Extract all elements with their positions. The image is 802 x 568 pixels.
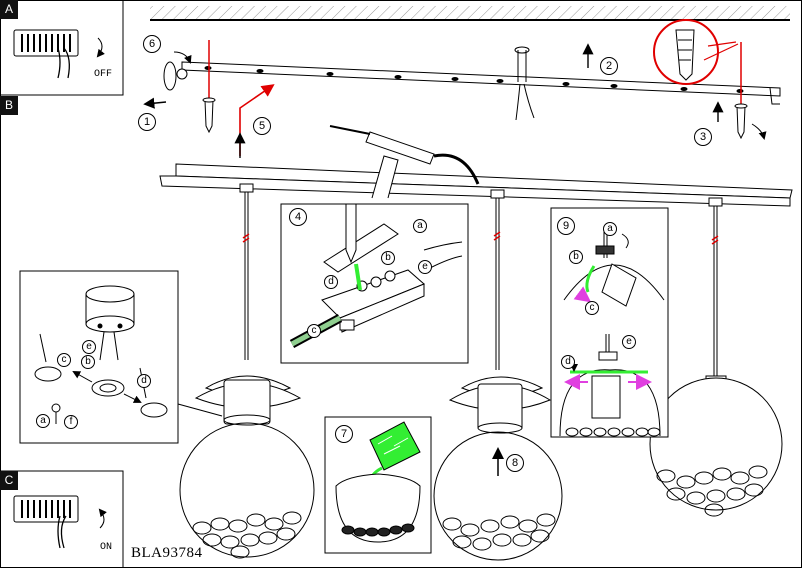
letter-c-shade: c [585, 301, 599, 315]
step-9: 9 [557, 217, 575, 235]
letter-a-socket: a [36, 414, 50, 428]
screw-left-icon [202, 97, 216, 134]
shade-bottom-view [559, 334, 661, 437]
letter-c-socket: c [57, 353, 71, 367]
letter-c-wiring: c [307, 324, 321, 338]
section-label-a: A [0, 0, 18, 19]
canopy-bar [159, 163, 793, 207]
lamp-middle [433, 376, 563, 561]
earth-wire [354, 263, 362, 291]
detail-socket-pointer [177, 403, 223, 417]
step-1: 1 [138, 113, 156, 131]
letter-a-wiring: a [413, 219, 427, 233]
letter-e-socket: e [82, 340, 96, 354]
left-knob [163, 61, 188, 91]
letter-d-shade: d [561, 355, 575, 369]
rod-marks [242, 231, 719, 245]
step-4: 4 [289, 208, 307, 226]
letter-a-shade: a [603, 222, 617, 236]
letter-e-shade: e [622, 335, 636, 349]
crystals-left [192, 511, 302, 559]
letter-e-wiring: e [418, 260, 432, 274]
socket-parts [34, 331, 168, 424]
shade-top-view [563, 228, 665, 307]
crystals-right [656, 465, 768, 517]
model-number: BLA93784 [131, 545, 203, 561]
section-label-b: B [0, 96, 18, 115]
letter-d-socket: d [137, 374, 151, 388]
step-8: 8 [506, 454, 524, 472]
step-2: 2 [600, 57, 618, 75]
step-5: 5 [253, 117, 271, 135]
section-label-c: C [0, 471, 18, 490]
mounting-bar [181, 61, 781, 105]
socket-cup [85, 285, 135, 333]
ceiling-cable [514, 46, 535, 121]
pendant-rods [244, 190, 718, 378]
detail-wiring-pointer [371, 155, 399, 199]
crystals-middle [442, 513, 556, 551]
step-3: 3 [694, 128, 712, 146]
ceiling-hatch [150, 6, 790, 20]
screwdriver [345, 203, 357, 264]
lamp-left [179, 375, 315, 558]
dowel-icon [675, 29, 695, 81]
screw-right-icon [734, 103, 748, 140]
rod-caps [239, 183, 723, 207]
letter-f-socket: f [64, 415, 78, 429]
switch-on-label: ON [100, 542, 113, 553]
switch-off-icon [13, 29, 105, 79]
letter-b-wiring: b [381, 251, 395, 265]
crystal-bag [369, 421, 421, 471]
crystal-bowl [335, 473, 421, 543]
switch-off-panel [0, 0, 124, 96]
junction-box [329, 125, 480, 185]
letter-d-wiring: d [324, 275, 338, 289]
switch-off-label: OFF [94, 69, 113, 80]
letter-b-shade: b [569, 250, 583, 264]
step-6: 6 [143, 35, 161, 53]
step-7: 7 [335, 425, 353, 443]
letter-b-socket: b [81, 355, 95, 369]
switch-on-panel [0, 470, 124, 568]
switch-on-icon [13, 495, 107, 549]
